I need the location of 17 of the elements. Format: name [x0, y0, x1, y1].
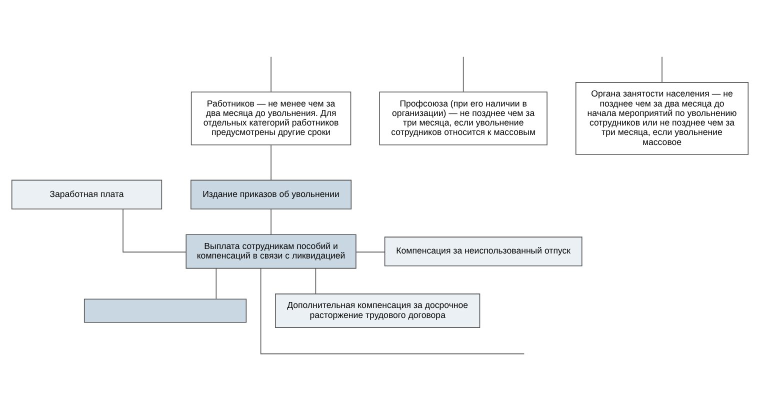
connector	[216, 268, 217, 300]
node-box: Компенсация за неиспользованный отпуск	[384, 236, 582, 266]
connector	[270, 208, 272, 235]
connector	[270, 144, 272, 180]
node-box: Органа занятости населения — не позднее чем за два месяца до начала мероприятий по увольнению сотрудников или не позднее чем за три месяца, если увольнение массовое	[576, 82, 749, 155]
connector	[260, 268, 525, 354]
connector	[270, 56, 272, 92]
node-box: Издание приказов об увольнении	[190, 180, 352, 210]
connector	[122, 208, 186, 252]
node-box	[84, 298, 247, 323]
node-box: Работников — не менее чем за два месяца до увольнения. Для отдельных категорий работников предусмотрены другие сроки	[190, 92, 352, 146]
connector	[462, 56, 464, 92]
connector	[315, 268, 316, 294]
node-box: Профсоюза (при его наличии в организации) — не позднее чем за три месяца, если увольнение сотрудников относится к массовым	[379, 92, 548, 146]
node-box: Заработная плата	[11, 180, 162, 210]
node-box: Выплата сотрудникам пособий и компенсаций в связи с ликвидацией	[186, 234, 356, 269]
node-box: Дополнительная компенсация за досрочное расторжение трудового договора	[275, 294, 480, 328]
